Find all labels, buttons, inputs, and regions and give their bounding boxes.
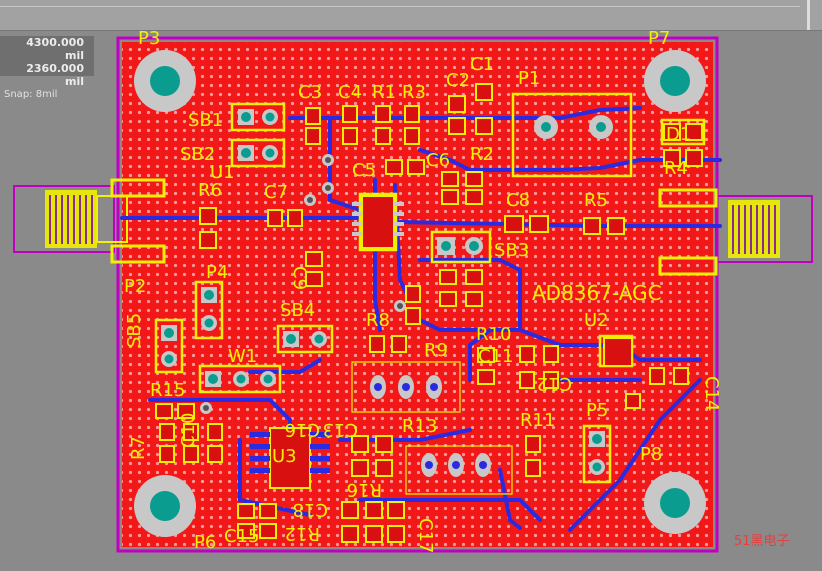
designator-c11[interactable]: C11: [478, 346, 513, 367]
designator-r10[interactable]: R10: [476, 324, 511, 345]
designator-c14[interactable]: C14: [701, 376, 722, 411]
designator-r8[interactable]: R8: [366, 310, 390, 331]
designator-sb2[interactable]: SB2: [180, 144, 215, 165]
designator-u3[interactable]: U3: [272, 446, 297, 467]
ic-u2[interactable]: [603, 337, 633, 367]
designator-p7[interactable]: P7: [648, 28, 670, 49]
designator-c7[interactable]: C7: [264, 182, 288, 203]
designator-c3[interactable]: C3: [298, 82, 322, 103]
x-coordinate: 4300.000 mil: [26, 36, 84, 62]
mounting-hole-bottom-left[interactable]: [134, 475, 196, 537]
designator-sb4[interactable]: SB4: [280, 300, 315, 321]
silkscreen-outlines: [154, 92, 706, 495]
designator-r4[interactable]: R4: [664, 158, 688, 179]
designator-r15[interactable]: R15: [150, 380, 185, 401]
designator-sb1[interactable]: SB1: [188, 110, 223, 131]
designator-c15[interactable]: C15: [224, 526, 259, 547]
toolbar-area: [0, 0, 822, 31]
designator-p3[interactable]: P3: [138, 28, 160, 49]
designator-r5[interactable]: R5: [584, 190, 608, 211]
designator-p5[interactable]: P5: [586, 400, 608, 421]
designator-c8[interactable]: C8: [506, 190, 530, 211]
mounting-hole-top-left[interactable]: [134, 50, 196, 112]
sma-connector-right[interactable]: [715, 195, 813, 263]
designator-c12[interactable]: C12: [537, 373, 572, 394]
designator-r13[interactable]: R13: [402, 416, 437, 437]
designator-c10[interactable]: C10: [178, 413, 199, 448]
coordinate-readout: 4300.000 mil 2360.000 mil Snap: 8mil: [0, 36, 94, 100]
designator-r6[interactable]: R6: [198, 180, 222, 201]
connector-footprints: [110, 178, 718, 276]
designator-c9[interactable]: C9: [289, 266, 310, 290]
designator-c16[interactable]: C16: [285, 419, 320, 440]
designator-p1[interactable]: P1: [518, 68, 540, 89]
designator-p4[interactable]: P4: [206, 262, 228, 283]
toolbar-divider: [0, 6, 800, 7]
designator-p6[interactable]: P6: [194, 532, 216, 553]
designator-r7[interactable]: R7: [128, 436, 149, 460]
designator-c18[interactable]: C18: [293, 499, 328, 520]
designator-r16[interactable]: R16: [347, 479, 382, 500]
snap-setting: Snap: 8mil: [4, 89, 58, 100]
designator-c17[interactable]: C17: [415, 518, 436, 553]
designator-w1[interactable]: W1: [228, 346, 257, 367]
board-outline: [116, 36, 719, 553]
signal-traces: [120, 106, 722, 532]
designator-u1[interactable]: U1: [210, 162, 235, 183]
mounting-hole-top-right[interactable]: [644, 50, 706, 112]
designator-d1[interactable]: D1: [666, 124, 691, 145]
ic-u1[interactable]: [352, 195, 404, 249]
ic-u3[interactable]: [250, 427, 330, 489]
designator-c1[interactable]: C1: [470, 54, 494, 75]
sma-connector-left[interactable]: [13, 185, 128, 253]
smd-pads[interactable]: [155, 83, 703, 543]
designator-sb3[interactable]: SB3: [494, 240, 529, 261]
y-coordinate: 2360.000 mil: [26, 62, 84, 88]
designator-u2[interactable]: U2: [584, 310, 609, 331]
designator-r3[interactable]: R3: [402, 82, 426, 103]
part-label-ad8367: AD8367-AGC: [532, 281, 662, 305]
designator-r1[interactable]: R1: [372, 82, 396, 103]
designator-c4[interactable]: C4: [338, 82, 362, 103]
watermark-text: 51黑电子: [734, 534, 790, 549]
designator-r9[interactable]: R9: [424, 340, 448, 361]
designator-r11[interactable]: R11: [520, 410, 555, 431]
designator-r2[interactable]: R2: [470, 144, 494, 165]
designator-c6[interactable]: C6: [426, 150, 450, 171]
designator-sb5[interactable]: SB5: [124, 313, 145, 348]
designator-c5[interactable]: C5: [352, 160, 376, 181]
designator-p2[interactable]: P2: [124, 276, 146, 297]
designator-c2[interactable]: C2: [446, 70, 470, 91]
toolbar-edge: [807, 0, 810, 30]
designator-r12[interactable]: R12: [285, 523, 320, 544]
designator-p8[interactable]: P8: [640, 444, 662, 465]
through-hole-pads[interactable]: [161, 109, 613, 477]
mounting-hole-bottom-right[interactable]: [644, 472, 706, 534]
designator-c13[interactable]: C13: [323, 419, 358, 440]
